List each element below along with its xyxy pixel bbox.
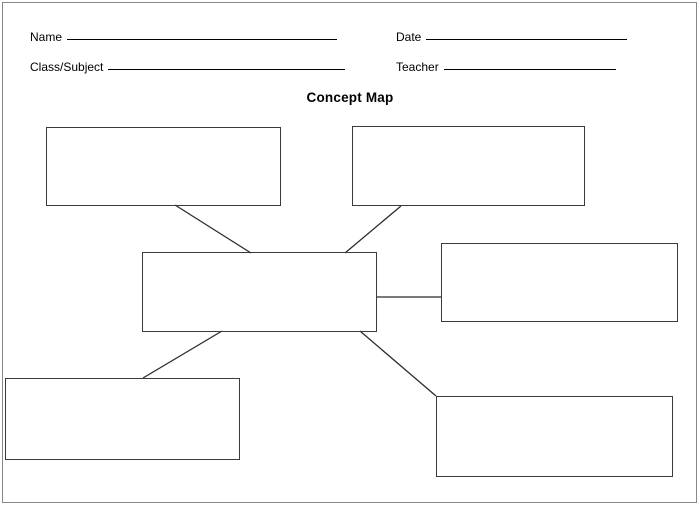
concept-box-bottom-right[interactable]	[436, 396, 673, 477]
field-teacher-label: Teacher	[396, 60, 439, 74]
concept-box-bottom-left[interactable]	[5, 378, 240, 460]
concept-box-top-right[interactable]	[352, 126, 585, 206]
concept-box-right[interactable]	[441, 243, 678, 322]
field-date[interactable]: Date	[396, 30, 628, 44]
field-teacher[interactable]: Teacher	[396, 60, 616, 74]
field-name-label: Name	[30, 30, 63, 44]
concept-box-top-left[interactable]	[46, 127, 281, 206]
field-class-subject-label: Class/Subject	[30, 60, 104, 74]
field-class-subject[interactable]: Class/Subject	[30, 60, 346, 74]
page-title: Concept Map	[306, 90, 394, 105]
connector-top-right-to-center	[344, 205, 402, 254]
field-name-rule[interactable]	[67, 39, 338, 40]
concept-box-center[interactable]	[142, 252, 377, 332]
connector-center-to-bottom-right	[359, 330, 437, 397]
field-date-label: Date	[396, 30, 422, 44]
field-class-subject-rule[interactable]	[108, 69, 346, 70]
connector-center-to-bottom-left	[142, 330, 223, 379]
field-teacher-rule[interactable]	[443, 69, 616, 70]
field-date-rule[interactable]	[426, 39, 628, 40]
field-name[interactable]: Name	[30, 30, 338, 44]
connector-top-left-to-center	[174, 204, 252, 254]
